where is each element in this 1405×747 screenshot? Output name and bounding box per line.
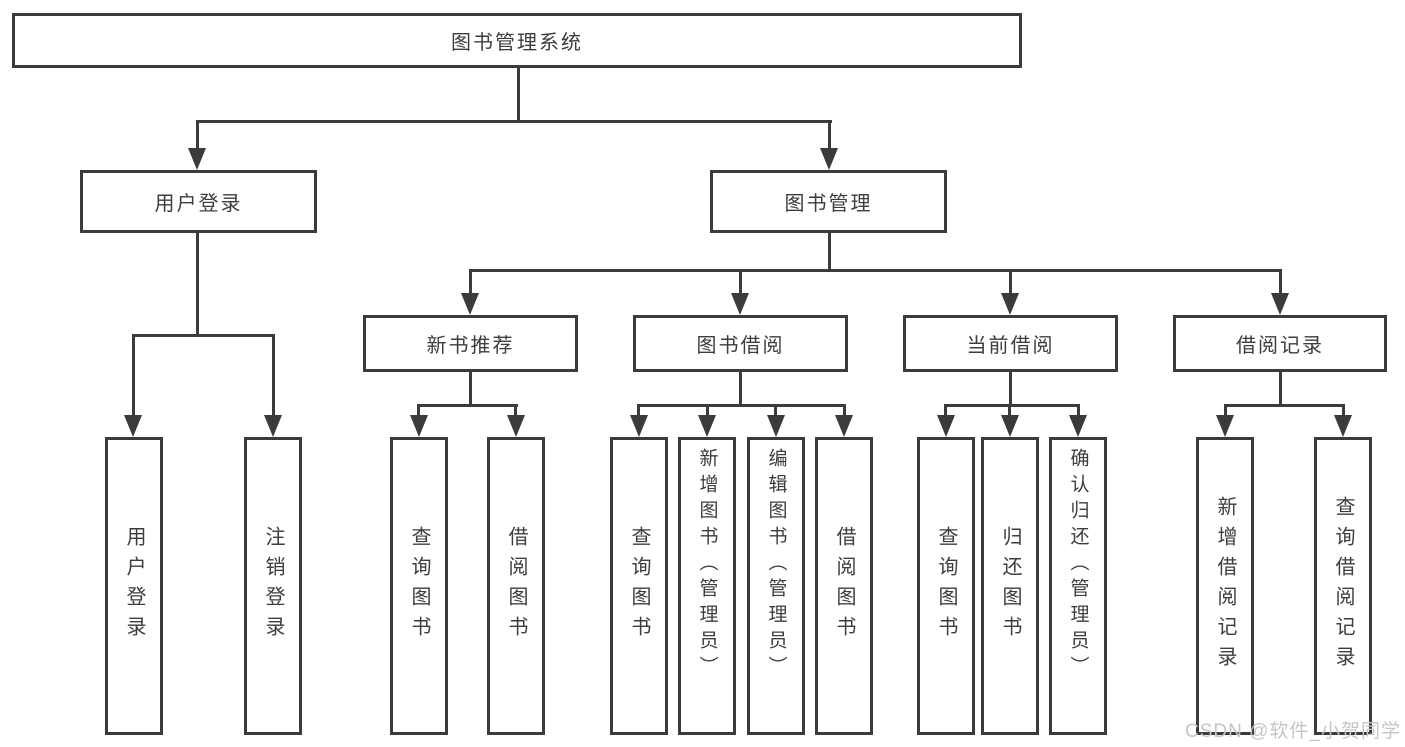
node-new-book-recommend: 新书推荐 [363, 315, 578, 372]
arrow-down-icon [461, 293, 479, 315]
connector-to-leaf [132, 336, 135, 417]
leaf-borrow-book-label: 借阅图书 [833, 526, 855, 646]
leaf-edit-book-admin-label: 编辑图书（管理员） [765, 448, 787, 682]
connector-to-leaf [417, 406, 420, 418]
connector-to-branch [1279, 271, 1282, 295]
node-current-borrow: 当前借阅 [903, 315, 1118, 372]
node-root: 图书管理系统 [12, 13, 1022, 68]
connector-to-leaf [944, 406, 947, 418]
leaf-borrow-book: 借阅图书 [815, 437, 873, 735]
leaf-borrow-book-recommend: 借阅图书 [487, 437, 545, 735]
leaf-add-book-admin: 新增图书（管理员） [678, 437, 736, 735]
connector-to-branch [739, 271, 742, 295]
arrow-down-icon [410, 415, 428, 437]
arrow-down-icon [264, 415, 282, 437]
leaf-query-book-recommend-label: 查询图书 [408, 526, 430, 646]
leaf-add-borrow-record: 新增借阅记录 [1196, 437, 1254, 735]
arrow-down-icon [767, 415, 785, 437]
arrow-down-icon [188, 148, 206, 170]
leaf-add-book-admin-label: 新增图书（管理员） [696, 448, 718, 682]
connector-root-crossbar [196, 120, 832, 123]
connector-to-leaf [1342, 406, 1345, 418]
arrow-down-icon [1334, 415, 1352, 437]
connector-to-leaf [774, 406, 777, 418]
leaf-borrow-book-recommend-label: 借阅图书 [505, 526, 527, 646]
connector-branch-crossbar [944, 404, 1080, 407]
arrow-down-icon [820, 148, 838, 170]
connector-to-leaf [272, 336, 275, 417]
connector-book-mgmt-trunk [828, 233, 831, 272]
leaf-user-login-label: 用户登录 [123, 526, 145, 646]
connector-to-branch [1009, 271, 1012, 295]
node-user-login: 用户登录 [80, 170, 317, 233]
node-borrow-record-label: 借阅记录 [1236, 335, 1324, 357]
connector-branch-crossbar [417, 404, 518, 407]
node-book-mgmt: 图书管理 [710, 170, 947, 233]
csdn-watermark: CSDN @软件_小贺同学 [1185, 721, 1401, 742]
connector-to-leaf [1077, 406, 1080, 418]
leaf-query-book-recommend: 查询图书 [390, 437, 448, 735]
arrow-down-icon [507, 415, 525, 437]
connector-user-login-trunk [196, 233, 199, 337]
connector-branch-trunk [469, 372, 472, 406]
connector-branch-trunk [1279, 372, 1282, 406]
connector-to-leaf [843, 406, 846, 418]
leaf-query-book-current: 查询图书 [917, 437, 975, 735]
connector-to-leaf [1224, 406, 1227, 418]
leaf-return-book-label: 归还图书 [999, 526, 1021, 646]
arrow-down-icon [1271, 293, 1289, 315]
arrow-down-icon [124, 415, 142, 437]
connector-to-leaf [706, 406, 709, 418]
arrow-down-icon [1069, 415, 1087, 437]
leaf-query-book-current-label: 查询图书 [935, 526, 957, 646]
arrow-down-icon [630, 415, 648, 437]
node-book-borrow-label: 图书借阅 [696, 335, 785, 357]
node-book-borrow: 图书借阅 [633, 315, 848, 372]
leaf-query-borrow-record: 查询借阅记录 [1314, 437, 1372, 735]
leaf-confirm-return-admin: 确认归还（管理员） [1049, 437, 1107, 735]
leaf-edit-book-admin: 编辑图书（管理员） [747, 437, 805, 735]
arrow-down-icon [835, 415, 853, 437]
arrow-down-icon [698, 415, 716, 437]
connector-to-leaf [637, 406, 640, 418]
node-book-mgmt-label: 图书管理 [784, 193, 873, 215]
leaf-return-book: 归还图书 [981, 437, 1039, 735]
leaf-query-book-borrow-label: 查询图书 [628, 526, 650, 646]
connector-branch-crossbar [637, 404, 846, 407]
leaf-logout-label: 注销登录 [262, 526, 284, 646]
connector-to-branch [469, 271, 472, 295]
connector-branch-trunk [1009, 372, 1012, 406]
connector-to-leaf [1008, 406, 1011, 418]
connector-user-login-crossbar [132, 334, 275, 337]
node-current-borrow-label: 当前借阅 [966, 335, 1055, 357]
arrow-down-icon [937, 415, 955, 437]
connector-branch-trunk [739, 372, 742, 406]
leaf-logout: 注销登录 [244, 437, 302, 735]
arrow-down-icon [1001, 415, 1019, 437]
leaf-add-borrow-record-label: 新增借阅记录 [1214, 496, 1236, 676]
node-root-label: 图书管理系统 [451, 32, 583, 54]
connector-branch-crossbar [1224, 404, 1345, 407]
node-user-login-label: 用户登录 [154, 193, 243, 215]
node-new-book-recommend-label: 新书推荐 [426, 335, 515, 357]
arrow-down-icon [1216, 415, 1234, 437]
connector-to-book-mgmt [828, 122, 831, 152]
connector-to-user-login [196, 122, 199, 152]
leaf-query-book-borrow: 查询图书 [610, 437, 668, 735]
arrow-down-icon [731, 293, 749, 315]
leaf-query-borrow-record-label: 查询借阅记录 [1332, 496, 1354, 676]
leaf-confirm-return-admin-label: 确认归还（管理员） [1067, 448, 1089, 682]
connector-root-trunk [517, 68, 520, 122]
leaf-user-login: 用户登录 [105, 437, 163, 735]
arrow-down-icon [1001, 293, 1019, 315]
connector-to-leaf [514, 406, 517, 418]
connector-book-mgmt-crossbar [469, 269, 1282, 272]
node-borrow-record: 借阅记录 [1173, 315, 1387, 372]
